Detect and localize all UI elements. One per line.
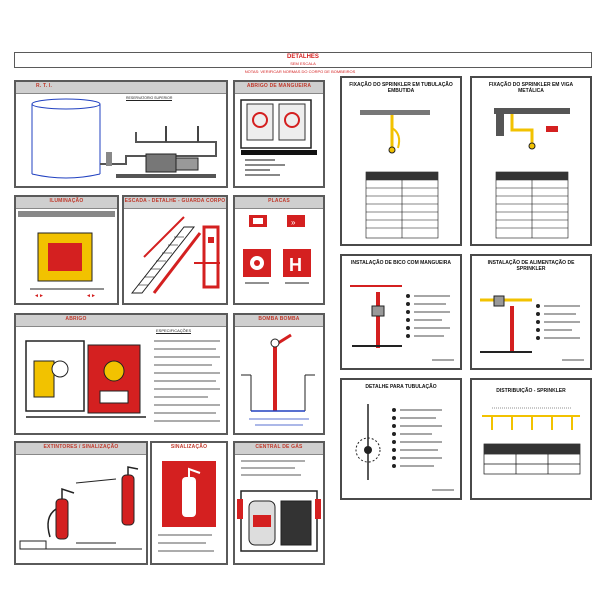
panel-iluminacao-titlebar: ILUMINAÇÃO xyxy=(16,197,117,209)
panel-bomba-titlebar: BOMBA BOMBA xyxy=(235,315,323,327)
panel-sinalizacao: SINALIZAÇÃO xyxy=(150,441,228,565)
svg-text:H: H xyxy=(289,255,302,275)
panel-placas-title: PLACAS xyxy=(268,198,290,204)
pipe-detail-drawing xyxy=(355,404,454,491)
panel-abrigo-mangueira: ABRIGO DE MANGUEIRA xyxy=(233,80,325,188)
panel-abrigo-mangueira-title: ABRIGO DE MANGUEIRA xyxy=(246,83,312,89)
pump-drawing xyxy=(241,333,315,426)
panel-escada-title: ESCADA - DETALHE - GUARDA CORPO xyxy=(124,198,226,204)
panel-central-gas: CENTRAL DE GÁS xyxy=(233,441,325,565)
extinguisher-sign-drawing xyxy=(158,461,216,552)
panel-alimentacao-sprinkler: INSTALAÇÃO DE ALIMENTAÇÃO DE SPRINKLER xyxy=(470,254,592,370)
panel-extintores-title: EXTINTORES / SINALIZAÇÃO xyxy=(43,444,119,450)
panel-placas-titlebar: PLACAS xyxy=(235,197,323,209)
extinguisher-drawing xyxy=(19,466,142,550)
panel-bico-mangueira: INSTALAÇÃO DE BICO COM MANGUEIRA xyxy=(340,254,462,370)
sprinkler-embedded-drawing xyxy=(360,110,439,239)
hydrant-cabinet-drawing xyxy=(25,340,220,422)
panel-central-gas-title: CENTRAL DE GÁS xyxy=(255,444,303,450)
header-title: DETALHES xyxy=(287,54,319,60)
svg-text:»: » xyxy=(291,218,296,227)
panel-sprinkler-viga: FIXAÇÃO DO SPRINKLER EM VIGA METÁLICA xyxy=(470,76,592,246)
panel-iluminacao-title: ILUMINAÇÃO xyxy=(49,198,84,204)
legend-strip: NOTAS: VERIFICAR NORMAS DO CORPO DE BOMB… xyxy=(244,69,356,74)
svg-text:◄►: ◄► xyxy=(86,293,96,299)
panel-distribuicao-sprinkler: DISTRIBUIÇÃO - SPRINKLER xyxy=(470,378,592,500)
header-bar: DETALHES SEM ESCALA xyxy=(14,52,592,68)
panel-abrigo-titlebar: ABRIGO xyxy=(16,315,226,327)
header-subtitle: SEM ESCALA xyxy=(290,61,316,66)
panel-central-gas-titlebar: CENTRAL DE GÁS xyxy=(235,443,323,455)
panel-bomba-title: BOMBA BOMBA xyxy=(258,316,300,322)
panel-iluminacao: ILUMINAÇÃO ◄► ◄► xyxy=(14,195,119,305)
sprinkler-feed-drawing xyxy=(480,295,584,361)
panel-abrigo-mangueira-titlebar: ABRIGO DE MANGUEIRA xyxy=(235,82,323,94)
panel-rti-note: RESERVATORIO SUPERIOR xyxy=(126,96,173,101)
panel-rti: R. T. I. RESERVATORIO SUPERIOR xyxy=(14,80,228,188)
panel-sinalizacao-title: SINALIZAÇÃO xyxy=(170,444,208,450)
panel-extintores-titlebar: EXTINTORES / SINALIZAÇÃO xyxy=(16,443,146,455)
svg-text:◄►: ◄► xyxy=(34,293,44,299)
panel-alimentacao-sprinkler-title: INSTALAÇÃO DE ALIMENTAÇÃO DE SPRINKLER xyxy=(487,260,575,272)
panel-extintores: EXTINTORES / SINALIZAÇÃO xyxy=(14,441,148,565)
panel-rti-title: R. T. I. xyxy=(36,83,53,89)
panel-escada: ESCADA - DETALHE - GUARDA CORPO xyxy=(122,195,228,305)
panel-bico-mangueira-title: INSTALAÇÃO DE BICO COM MANGUEIRA xyxy=(351,260,451,266)
sprinkler-beam-drawing xyxy=(494,108,570,239)
signs-drawing: » H xyxy=(243,215,311,284)
panel-placas: PLACAS » H xyxy=(233,195,325,305)
panel-sprinkler-embutida: FIXAÇÃO DO SPRINKLER EM TUBULAÇÃO EMBUTI… xyxy=(340,76,462,246)
panel-rti-titlebar: R. T. I. xyxy=(16,82,226,94)
panel-escada-titlebar: ESCADA - DETALHE - GUARDA CORPO xyxy=(124,197,226,209)
lighting-drawing: ◄► ◄► xyxy=(18,211,115,299)
panel-abrigo: ABRIGO ESPECIFICAÇÕES xyxy=(14,313,228,435)
panel-detalhe-tubulacao: DETALHE PARA TUBULAÇÃO xyxy=(340,378,462,500)
panel-distribuicao-sprinkler-title: DISTRIBUIÇÃO - SPRINKLER xyxy=(496,388,566,394)
tank-drawing xyxy=(31,98,217,179)
panel-sinalizacao-titlebar: SINALIZAÇÃO xyxy=(152,443,226,454)
gas-central-drawing xyxy=(237,460,321,552)
panel-detalhe-tubulacao-title: DETALHE PARA TUBULAÇÃO xyxy=(365,384,437,390)
panel-abrigo-title: ABRIGO xyxy=(65,316,87,322)
hose-nozzle-drawing xyxy=(350,285,454,361)
panel-bomba: BOMBA BOMBA xyxy=(233,313,325,435)
sprinkler-distribution-drawing xyxy=(482,407,581,475)
hose-cabinet-drawing xyxy=(240,99,317,176)
panel-abrigo-notes-title: ESPECIFICAÇÕES xyxy=(156,328,192,334)
panel-sprinkler-viga-title: FIXAÇÃO DO SPRINKLER EM VIGA METÁLICA xyxy=(488,82,574,94)
stair-drawing xyxy=(130,216,220,294)
panel-sprinkler-embutida-title: FIXAÇÃO DO SPRINKLER EM TUBULAÇÃO EMBUTI… xyxy=(349,82,453,94)
